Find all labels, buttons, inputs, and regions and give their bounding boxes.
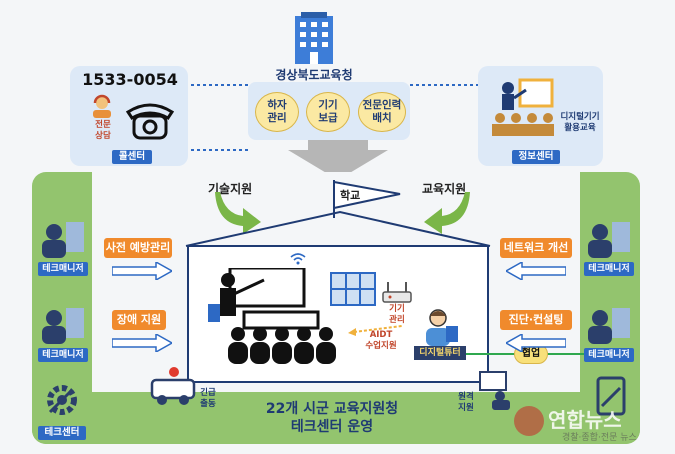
curved-arrow-right-icon: [420, 190, 470, 234]
call-consult-label: 전문 상담: [95, 120, 111, 141]
tech-manager-icon-2: [40, 308, 86, 346]
call-center-number: 1533-0054: [82, 70, 178, 89]
headset-person-icon: [90, 94, 114, 118]
curved-arrow-left-icon: [215, 190, 265, 234]
device-mgmt-label: 기기 관리: [389, 304, 405, 325]
watermark-logo: [514, 406, 544, 436]
hq-building-icon: [293, 12, 335, 64]
task-network: 네트워크 개선: [500, 238, 572, 258]
task-failure: 장애 지원: [112, 310, 166, 330]
classroom-teacher-icon: [208, 266, 358, 368]
hq-name: 경상북도교육청: [275, 68, 353, 82]
tech-manager-label-1: 테크매니저: [38, 262, 88, 276]
task-consulting: 진단·컨설팅: [500, 310, 572, 330]
role-device: 기기 보급: [306, 92, 350, 132]
down-arrow-icon: [288, 140, 388, 180]
bottom-title-line-1: 22개 시군 교육지원청: [265, 401, 399, 417]
tutor-icon: [420, 306, 460, 346]
remote-support-icon: [478, 370, 512, 410]
dotted-arrows-icon: [348, 322, 408, 338]
remote-label: 원격 지원: [458, 392, 474, 413]
router-icon: [382, 280, 412, 304]
wifi-icon: [290, 250, 306, 265]
tech-manager-label-3: 테크매니저: [584, 262, 634, 276]
task-prevent: 사전 예방관리: [104, 238, 172, 258]
tech-manager-icon-4: [586, 308, 632, 346]
watermark-sub: 경찰·종합·전문 뉴스: [562, 433, 637, 443]
left-arrow-icon-1: [504, 260, 567, 282]
aidt-label: AIDT 수업지원: [365, 330, 397, 351]
left-arrow-icon-2: [504, 332, 567, 354]
tech-manager-label-4: 테크매니저: [584, 348, 634, 362]
info-activity: 디지털기기 활용교육: [560, 112, 600, 133]
school-label: 학교: [340, 189, 361, 202]
window-icon: [330, 272, 376, 306]
tech-manager-label-2: 테크매니저: [38, 348, 88, 362]
training-icon: [490, 76, 556, 138]
edu-support-label: 교육지원: [422, 182, 467, 196]
right-arrow-icon-1: [111, 260, 174, 282]
tablet-tools-icon: [592, 376, 630, 416]
emergency-car-icon: [148, 366, 198, 408]
call-center-label: 콜센터: [112, 150, 152, 164]
role-staff: 전문인력 배치: [358, 92, 406, 132]
tech-center-gear-icon: [42, 380, 82, 420]
tech-manager-icon-3: [586, 222, 632, 260]
school-flag-icon: [328, 180, 402, 218]
emergency-label: 긴급 출동: [200, 388, 216, 409]
right-arrow-icon-2: [111, 332, 174, 354]
watermark-brand: 연합뉴스: [548, 408, 622, 432]
tech-manager-icon-1: [40, 222, 86, 260]
tutor-label: 디지털튜터: [414, 346, 466, 360]
bottom-title-line-2: 테크센터 운영: [290, 419, 374, 435]
tech-center-label: 테크센터: [38, 426, 86, 440]
phone-icon: [122, 96, 178, 142]
role-defect: 하자 관리: [255, 92, 299, 132]
info-center-label: 정보센터: [512, 150, 560, 164]
